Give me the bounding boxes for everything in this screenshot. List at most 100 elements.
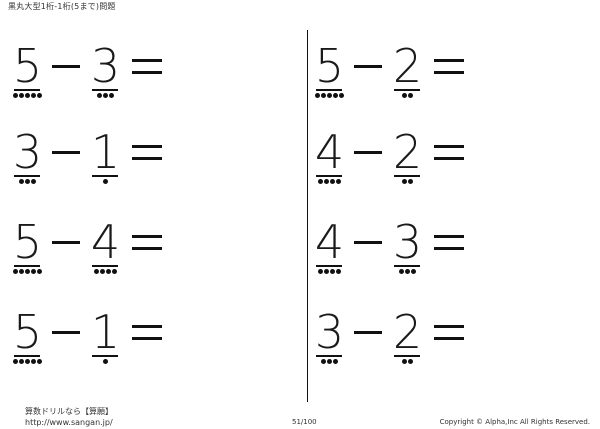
- minuend: 4: [312, 125, 346, 186]
- minus-sign-icon: [346, 220, 390, 264]
- subtrahend-count-dots: [102, 179, 108, 184]
- count-dot-icon: [111, 269, 117, 274]
- subtrahend-underline: [394, 355, 420, 357]
- count-dot-icon: [30, 269, 36, 274]
- subtrahend: 4: [88, 219, 122, 276]
- count-dot-icon: [18, 359, 24, 364]
- minuend-digit: 3: [314, 305, 344, 359]
- footer-url-link[interactable]: http://www.sangan.jp/: [25, 418, 113, 427]
- minus-sign-icon: [346, 44, 390, 88]
- count-dot-icon: [36, 269, 42, 274]
- footer-brand: 算数ドリルなら【算願】: [25, 407, 113, 416]
- subtrahend-count-dots: [398, 269, 416, 274]
- count-dot-icon: [102, 359, 108, 364]
- equals-sign-icon: [424, 130, 474, 174]
- count-dot-icon: [36, 359, 42, 364]
- subtrahend: 2: [390, 39, 424, 100]
- count-dot-icon: [93, 269, 99, 274]
- count-dot-icon: [407, 93, 413, 98]
- page-header-title: 黒丸大型1桁-1桁(5まで)問題: [8, 2, 116, 11]
- minuend: 3: [10, 125, 44, 186]
- minuend-count-dots: [320, 359, 338, 364]
- minuend: 5: [10, 305, 44, 366]
- subtrahend: 3: [88, 43, 122, 100]
- minuend-underline: [316, 355, 342, 357]
- count-dot-icon: [332, 359, 338, 364]
- minuend-underline: [316, 89, 342, 91]
- count-dot-icon: [102, 179, 108, 184]
- count-dot-icon: [30, 359, 36, 364]
- equals-sign-icon: [122, 220, 172, 264]
- subtrahend: 1: [88, 125, 122, 186]
- count-dot-icon: [36, 93, 42, 98]
- subtrahend: 1: [88, 309, 122, 366]
- subtrahend-digit: 3: [392, 215, 422, 269]
- minuend-count-dots: [317, 269, 341, 274]
- minuend-digit: 5: [12, 305, 42, 359]
- minus-sign-icon: [346, 130, 390, 174]
- page-number: 51/100: [292, 418, 317, 426]
- count-dot-icon: [323, 269, 329, 274]
- subtrahend-digit: 2: [392, 39, 422, 93]
- count-dot-icon: [323, 179, 329, 184]
- minuend-digit: 3: [12, 125, 42, 179]
- minuend-count-dots: [18, 179, 36, 184]
- count-dot-icon: [407, 179, 413, 184]
- minuend-count-dots: [314, 93, 344, 98]
- count-dot-icon: [317, 179, 323, 184]
- minuend-underline: [316, 175, 342, 177]
- count-dot-icon: [24, 179, 30, 184]
- minuend: 5: [10, 219, 44, 276]
- footer-left: 算数ドリルなら【算願】 http://www.sangan.jp/: [25, 406, 113, 428]
- count-dot-icon: [12, 93, 18, 98]
- subtrahend-underline: [394, 265, 420, 267]
- subtrahend-count-dots: [401, 359, 413, 364]
- subtrahend: 2: [390, 125, 424, 186]
- subtrahend-digit: 2: [392, 125, 422, 179]
- copyright-text: Copyright © Alpha,Inc All Rights Reserve…: [439, 418, 590, 426]
- subtrahend-count-dots: [93, 269, 117, 274]
- subtrahend-underline: [92, 265, 118, 267]
- count-dot-icon: [326, 359, 332, 364]
- minuend-underline: [14, 355, 40, 357]
- subtrahend: 2: [390, 309, 424, 366]
- count-dot-icon: [407, 359, 413, 364]
- count-dot-icon: [329, 269, 335, 274]
- minuend-digit: 5: [12, 39, 42, 93]
- minus-sign-icon: [44, 310, 88, 354]
- subtrahend-count-dots: [102, 359, 108, 364]
- minuend: 5: [312, 43, 346, 100]
- count-dot-icon: [30, 93, 36, 98]
- minuend-underline: [14, 175, 40, 177]
- minuend-underline: [14, 265, 40, 267]
- minuend-count-dots: [12, 359, 42, 364]
- count-dot-icon: [99, 269, 105, 274]
- count-dot-icon: [108, 93, 114, 98]
- minuend-count-dots: [12, 269, 42, 274]
- count-dot-icon: [18, 93, 24, 98]
- count-dot-icon: [335, 269, 341, 274]
- count-dot-icon: [326, 93, 332, 98]
- count-dot-icon: [18, 269, 24, 274]
- count-dot-icon: [335, 179, 341, 184]
- count-dot-icon: [105, 269, 111, 274]
- subtrahend-underline: [92, 355, 118, 357]
- minus-sign-icon: [44, 44, 88, 88]
- minuend-digit: 4: [314, 125, 344, 179]
- column-divider: [307, 30, 308, 402]
- subtrahend-underline: [92, 89, 118, 91]
- minuend-count-dots: [12, 93, 42, 98]
- equals-sign-icon: [424, 220, 474, 264]
- count-dot-icon: [314, 93, 320, 98]
- minus-sign-icon: [346, 310, 390, 354]
- subtrahend-digit: 1: [90, 125, 120, 179]
- count-dot-icon: [332, 93, 338, 98]
- count-dot-icon: [410, 269, 416, 274]
- minus-sign-icon: [44, 220, 88, 264]
- minuend: 3: [312, 305, 346, 366]
